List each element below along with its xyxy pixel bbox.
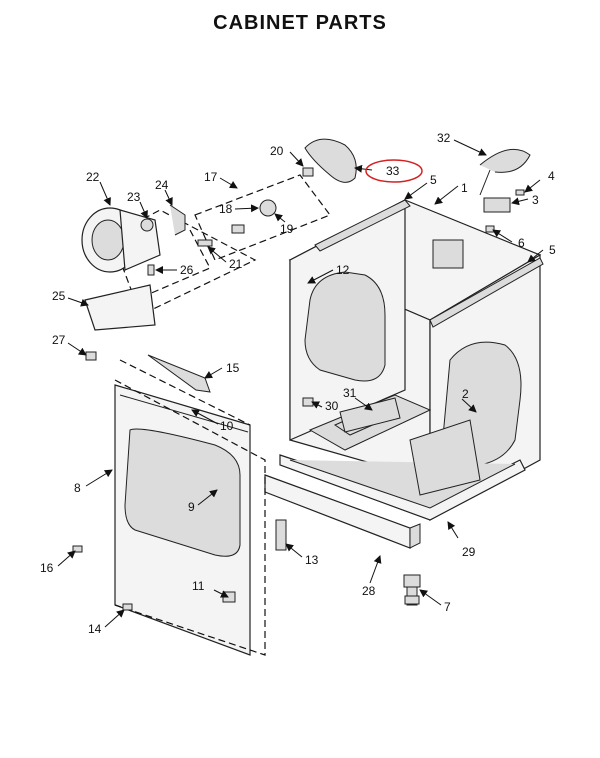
motor-outline bbox=[119, 229, 211, 301]
callout-29: 29 bbox=[462, 545, 476, 559]
toe-bracket bbox=[275, 519, 287, 551]
drive-belt bbox=[304, 138, 357, 183]
harness-outline bbox=[194, 174, 331, 261]
panel-pad bbox=[302, 397, 314, 407]
drive-motor bbox=[81, 207, 161, 273]
page-title: CABINET PARTS bbox=[213, 12, 387, 34]
callout-15: 15 bbox=[226, 361, 240, 375]
callout-28: 28 bbox=[362, 584, 376, 598]
toe-panel bbox=[264, 474, 421, 549]
callout-18: 18 bbox=[219, 202, 233, 216]
blower-outline bbox=[84, 209, 257, 326]
switch-bracket bbox=[231, 224, 245, 234]
callout-17: 17 bbox=[204, 170, 218, 184]
highlight-ellipse bbox=[365, 159, 423, 183]
callout-4: 4 bbox=[548, 169, 555, 183]
front-panel-outline bbox=[114, 379, 266, 656]
leader-lines bbox=[57, 139, 544, 628]
callout-3: 3 bbox=[532, 193, 539, 207]
callout-24: 24 bbox=[155, 178, 169, 192]
callout-33: 33 bbox=[386, 164, 400, 178]
terminal-block bbox=[483, 197, 511, 213]
callout-25: 25 bbox=[52, 289, 66, 303]
callout-13: 13 bbox=[305, 553, 319, 567]
leveling-leg bbox=[403, 574, 421, 606]
front-panel bbox=[114, 384, 251, 656]
callout-7: 7 bbox=[444, 600, 451, 614]
callout-27: 27 bbox=[52, 333, 66, 347]
motor-clip bbox=[169, 204, 186, 236]
harness-strip bbox=[147, 354, 211, 393]
callout-21: 21 bbox=[229, 257, 243, 271]
terminal-screw bbox=[515, 189, 525, 196]
callout-26: 26 bbox=[180, 263, 194, 277]
callout-2: 2 bbox=[462, 387, 469, 401]
callout-8: 8 bbox=[74, 481, 81, 495]
motor-screw bbox=[147, 264, 155, 276]
callout-16: 16 bbox=[40, 561, 54, 575]
screw-16 bbox=[72, 545, 83, 553]
cabinet-screw bbox=[485, 225, 495, 233]
callout-labels: 1 2 3 4 5 5 6 7 8 9 10 11 12 13 14 15 16… bbox=[40, 131, 556, 636]
power-cord bbox=[479, 148, 531, 196]
door-switch bbox=[259, 199, 277, 217]
callout-20: 20 bbox=[270, 144, 284, 158]
callout-31: 31 bbox=[343, 386, 357, 400]
callout-32: 32 bbox=[437, 131, 451, 145]
callout-14: 14 bbox=[88, 622, 102, 636]
callout-12: 12 bbox=[336, 263, 350, 277]
callout-5b: 5 bbox=[549, 243, 556, 257]
wire-clip bbox=[197, 239, 213, 247]
callout-1: 1 bbox=[461, 181, 468, 195]
callout-10: 10 bbox=[220, 419, 234, 433]
callout-5a: 5 bbox=[430, 173, 437, 187]
callout-23: 23 bbox=[127, 190, 141, 204]
idler-pulley bbox=[140, 218, 154, 232]
belt-clip bbox=[302, 167, 314, 177]
motor-mount bbox=[84, 284, 156, 331]
panel-link-outline bbox=[119, 359, 251, 426]
thermal-fuse bbox=[85, 351, 97, 361]
callout-6: 6 bbox=[518, 236, 525, 250]
heater-assembly bbox=[339, 397, 401, 433]
callout-9: 9 bbox=[188, 500, 195, 514]
callout-19: 19 bbox=[280, 222, 294, 236]
callout-22: 22 bbox=[86, 170, 100, 184]
callout-11: 11 bbox=[192, 579, 205, 593]
screw-14 bbox=[122, 603, 133, 611]
drum-support bbox=[409, 419, 481, 496]
callout-30: 30 bbox=[325, 399, 339, 413]
